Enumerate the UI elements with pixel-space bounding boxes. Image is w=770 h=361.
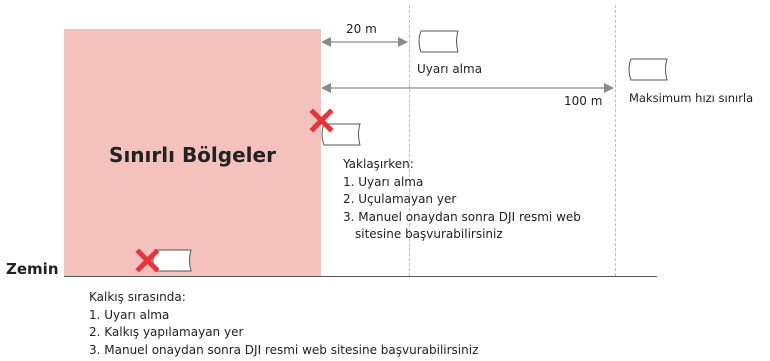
list-item: 3. Manuel onaydan sonra DJI resmi web	[343, 209, 581, 224]
warning-boundary-line	[409, 5, 410, 276]
list-item: 2. Kalkış yapılamayan yer	[89, 325, 244, 339]
warning-distance-label: 20 m	[346, 22, 377, 36]
list-item: sitesine başvurabilirsiniz	[355, 227, 503, 241]
list-item: 1. Uyarı alma	[89, 307, 170, 322]
list-item: 3. Manuel onaydan sonra DJI resmi web si…	[89, 342, 479, 357]
aircraft-flag-icon	[152, 249, 192, 272]
limit-distance-arrow	[321, 83, 614, 93]
warning-label: Uyarı alma	[417, 62, 483, 76]
approach-list: Yaklaşırken: 1. Uyarı alma 2. Uçulamayan…	[343, 156, 581, 244]
aircraft-flag-icon	[418, 30, 459, 53]
warning-distance-arrow	[321, 37, 408, 47]
red-x-icon	[309, 108, 334, 133]
zone-title: Sınırlı Bölgeler	[109, 143, 276, 167]
ground-line	[64, 276, 657, 277]
approach-heading: Yaklaşırken:	[343, 157, 414, 171]
list-item: 1. Uyarı alma	[343, 174, 424, 189]
restricted-zone	[64, 29, 321, 276]
ground-label: Zemin	[6, 260, 59, 278]
takeoff-heading: Kalkış sırasında:	[89, 290, 186, 304]
limit-boundary-line	[615, 5, 616, 276]
takeoff-list: Kalkış sırasında: 1. Uyarı alma 2. Kalkı…	[89, 289, 478, 359]
red-x-icon	[135, 248, 160, 273]
max-speed-label: Maksimum hızı sınırla	[629, 91, 754, 105]
limit-distance-label: 100 m	[564, 94, 603, 108]
aircraft-flag-icon	[628, 58, 668, 81]
list-item: 2. Uçulamayan yer	[343, 192, 457, 206]
